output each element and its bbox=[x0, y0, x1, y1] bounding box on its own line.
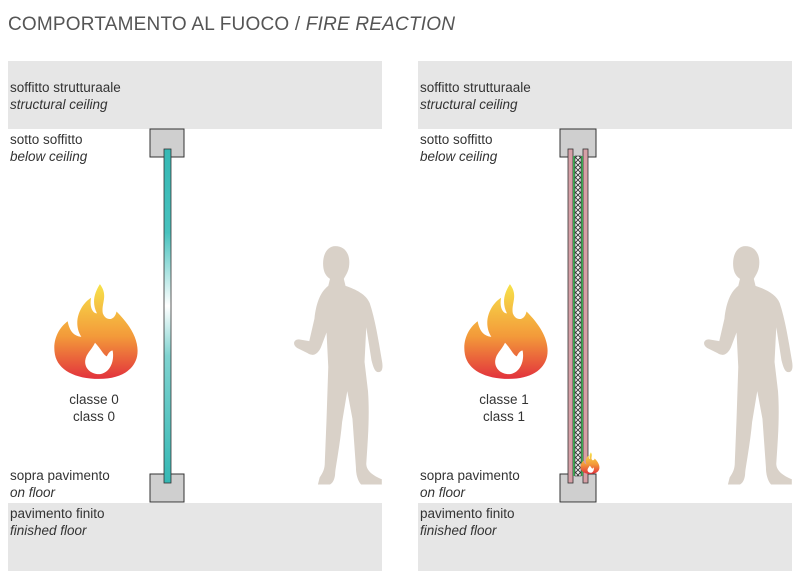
wire-mesh-core bbox=[574, 155, 582, 477]
panel-class-1: soffitto strutturaale structural ceiling… bbox=[418, 0, 793, 580]
page-title: COMPORTAMENTO AL FUOCO / FIRE REACTION bbox=[8, 14, 455, 36]
label-it: soffitto strutturaale bbox=[420, 80, 531, 95]
below-ceiling-label: sotto soffitto below ceiling bbox=[10, 131, 87, 165]
laminated-partition-drawing bbox=[464, 128, 793, 503]
finished-floor-label: pavimento finito finished floor bbox=[10, 505, 105, 539]
label-en: below ceiling bbox=[420, 149, 498, 164]
panel-class-0: soffitto strutturaale structural ceiling… bbox=[8, 0, 383, 580]
flame-icon bbox=[54, 284, 138, 379]
fire-class-label: classe 0 class 0 bbox=[54, 391, 134, 425]
label-it: sopra pavimento bbox=[420, 468, 520, 483]
label-it: sotto soffitto bbox=[10, 132, 83, 147]
fire-class-label: classe 1 class 1 bbox=[464, 391, 544, 425]
structural-ceiling-label: soffitto strutturaale structural ceiling bbox=[420, 79, 531, 113]
label-it: sopra pavimento bbox=[10, 468, 110, 483]
label-en: finished floor bbox=[420, 523, 497, 538]
title-english: FIRE REACTION bbox=[305, 14, 456, 35]
label-it: sotto soffitto bbox=[420, 132, 493, 147]
bottom-profile bbox=[559, 473, 597, 503]
label-it: pavimento finito bbox=[10, 506, 105, 521]
label-en: structural ceiling bbox=[10, 97, 108, 112]
top-profile bbox=[559, 128, 597, 158]
class-it: classe 0 bbox=[69, 392, 119, 407]
outer-pane-right bbox=[582, 148, 589, 484]
class-en: class 1 bbox=[482, 409, 526, 424]
label-en: finished floor bbox=[10, 523, 87, 538]
outer-pane-left bbox=[567, 148, 574, 484]
person-silhouette-icon bbox=[704, 246, 793, 485]
class-en: class 0 bbox=[72, 409, 116, 424]
label-en: below ceiling bbox=[10, 149, 88, 164]
interlayer-right bbox=[581, 156, 583, 476]
class-it: classe 1 bbox=[479, 392, 529, 407]
flame-icon bbox=[464, 284, 548, 379]
finished-floor-band bbox=[418, 503, 792, 571]
finished-floor-label: pavimento finito finished floor bbox=[420, 505, 515, 539]
label-en: structural ceiling bbox=[420, 97, 518, 112]
structural-ceiling-band bbox=[8, 61, 382, 129]
on-floor-label: sopra pavimento on floor bbox=[420, 467, 520, 501]
title-italian: COMPORTAMENTO AL FUOCO / bbox=[8, 14, 306, 35]
finished-floor-band bbox=[8, 503, 382, 571]
structural-ceiling-band bbox=[418, 61, 792, 129]
label-it: pavimento finito bbox=[420, 506, 515, 521]
on-floor-label: sopra pavimento on floor bbox=[10, 467, 110, 501]
glass-partition-drawing bbox=[54, 128, 383, 503]
below-ceiling-label: sotto soffitto below ceiling bbox=[420, 131, 497, 165]
person-silhouette-icon bbox=[294, 246, 383, 485]
label-en: on floor bbox=[420, 485, 466, 500]
label-en: on floor bbox=[10, 485, 56, 500]
interlayer-left bbox=[573, 156, 575, 476]
structural-ceiling-label: soffitto strutturaale structural ceiling bbox=[10, 79, 121, 113]
label-it: soffitto strutturaale bbox=[10, 80, 121, 95]
glass-pane bbox=[163, 148, 172, 484]
